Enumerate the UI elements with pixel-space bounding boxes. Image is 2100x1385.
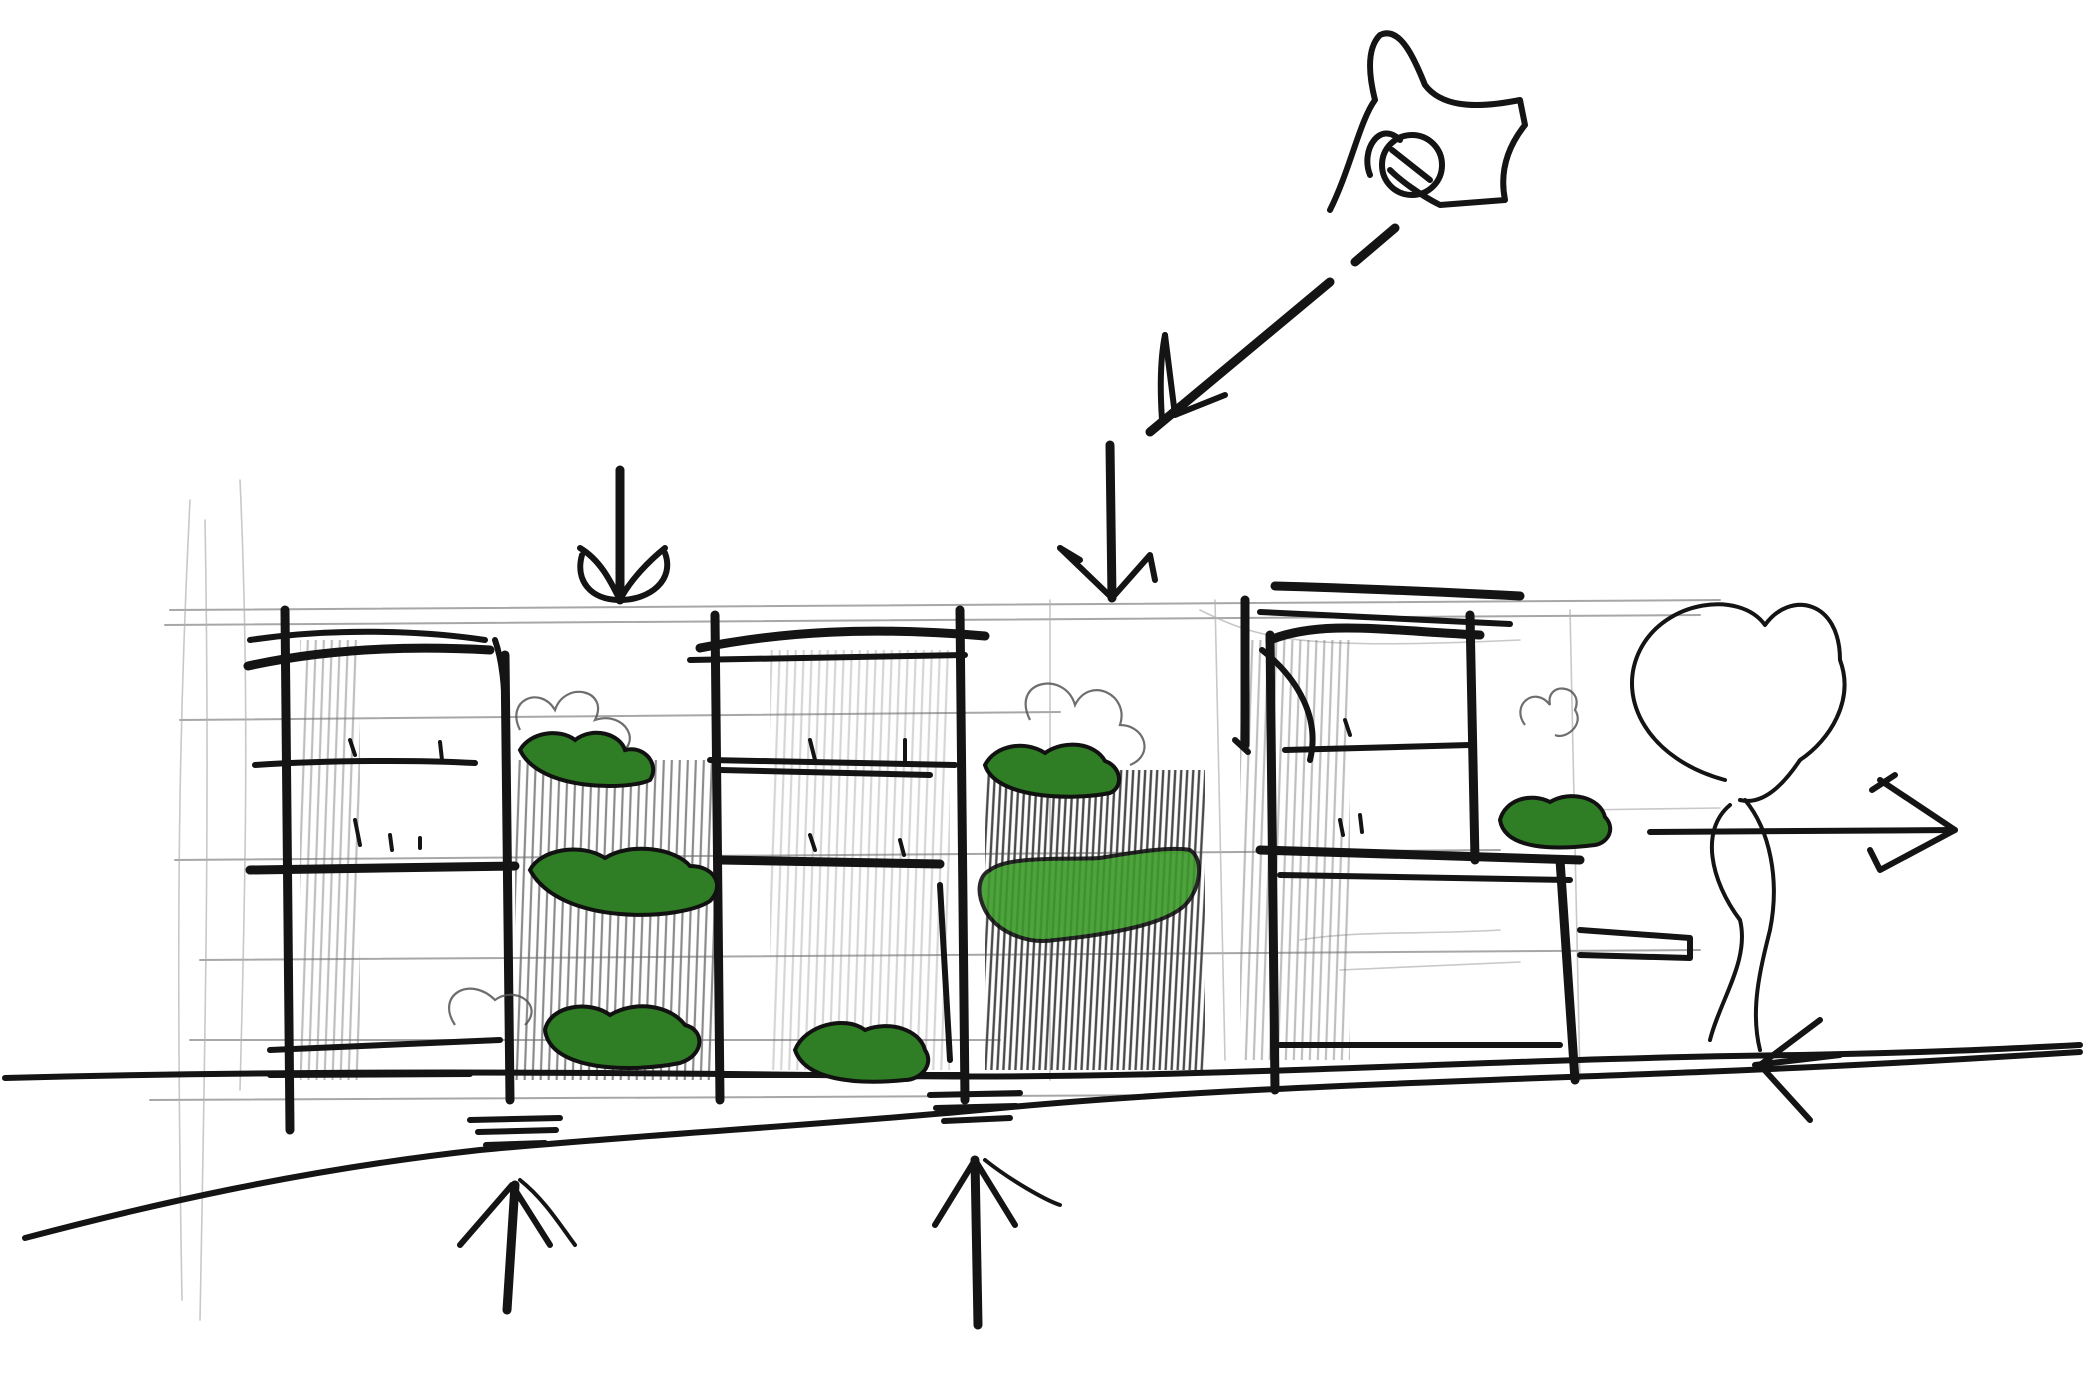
scribble-shrub <box>448 987 533 1026</box>
foundation-scribble-left <box>467 1115 563 1148</box>
left-tower-shade <box>300 640 360 1080</box>
scribble-shrub <box>1024 682 1146 767</box>
green-wall <box>977 846 1202 943</box>
terrain-line <box>22 1049 2083 1241</box>
up-arrow-icon <box>932 1155 1062 1330</box>
right-arrow-icon <box>1647 772 1958 873</box>
foundation-scribble-mid <box>927 1090 1023 1124</box>
sun-icon <box>1327 30 1528 213</box>
scribble-shrubs <box>448 682 1579 1026</box>
left-arrow-icon <box>1752 1017 1843 1123</box>
green-planter <box>517 730 656 788</box>
green-planter <box>542 1004 702 1071</box>
green-planter <box>527 846 720 917</box>
down-arrow-icon <box>577 465 671 605</box>
greenery <box>517 730 1613 1084</box>
green-planter <box>1497 794 1613 850</box>
left-building <box>243 605 520 1135</box>
up-arrow-icon <box>457 1178 577 1315</box>
down-arrow-icon <box>1057 440 1158 603</box>
scribble-shrub <box>1519 687 1579 738</box>
sun-ray-arrow-icon <box>1145 223 1400 437</box>
right-building <box>1232 581 1693 1095</box>
green-planter <box>982 742 1121 799</box>
scribble-shrub <box>515 690 631 757</box>
tree-icon <box>1630 602 1847 1052</box>
green-planter <box>792 1020 931 1084</box>
